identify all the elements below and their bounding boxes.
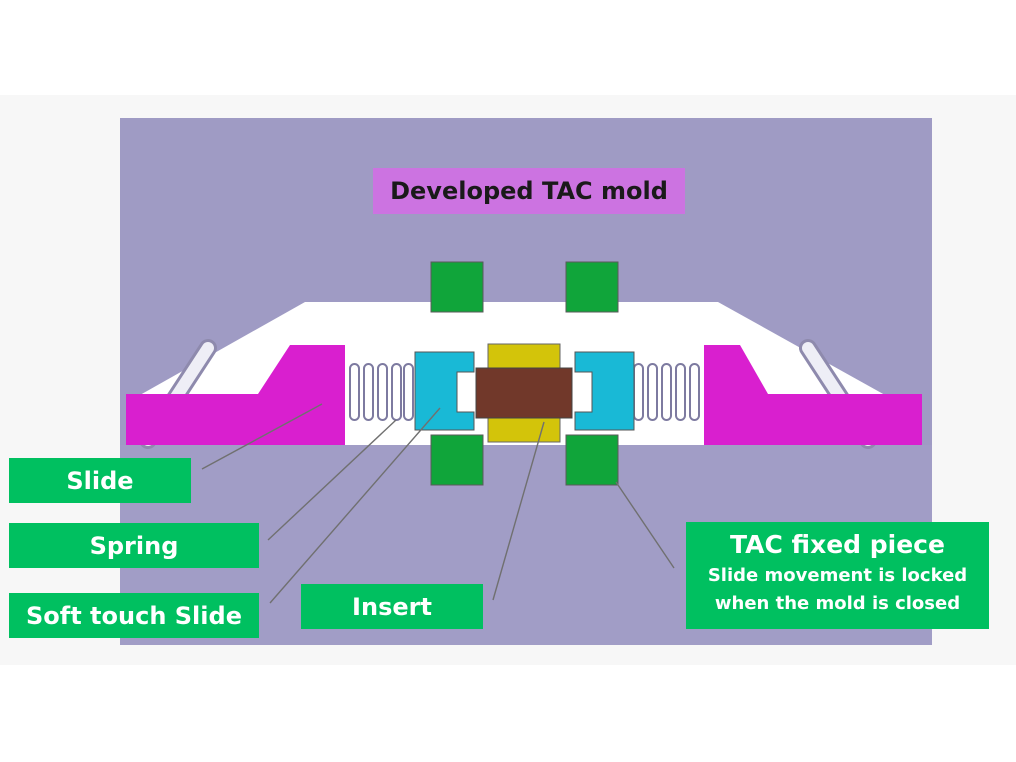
leader-insert (492, 421, 545, 601)
insert-bottom (487, 413, 561, 443)
tac-fixed-piece-note-line2: when the mold is closed (714, 593, 961, 614)
spring-left (349, 363, 414, 421)
leader-soft-touch-slide (269, 407, 441, 604)
label-tac-fixed-piece: TAC fixed piece Slide movement is locked… (686, 522, 989, 629)
label-slide: Slide (9, 458, 191, 503)
tac-fixed-piece-bottom-left (430, 434, 484, 486)
label-soft-touch-slide: Soft touch Slide (9, 593, 259, 638)
soft-touch-slide-left (414, 351, 475, 431)
leader-tac-fixed-piece (615, 481, 675, 569)
insert-top (487, 343, 561, 371)
tac-fixed-piece-note-line1: Slide movement is locked (707, 565, 968, 586)
label-spring: Spring (9, 523, 259, 568)
label-insert: Insert (301, 584, 483, 629)
leader-slide (201, 403, 323, 470)
molded-part (475, 367, 573, 419)
tac-fixed-piece-title: TAC fixed piece (730, 530, 945, 559)
tac-fixed-piece-top-right (565, 261, 619, 313)
tac-fixed-piece-top-left (430, 261, 484, 313)
leader-lines (201, 403, 675, 604)
leader-spring (267, 419, 397, 541)
tac-fixed-piece-bottom-right (565, 434, 619, 486)
slide-left (126, 345, 345, 445)
spring-right (633, 363, 700, 421)
slide-right (704, 345, 922, 445)
soft-touch-slide-right (574, 351, 635, 431)
diagram-title: Developed TAC mold (373, 168, 685, 214)
